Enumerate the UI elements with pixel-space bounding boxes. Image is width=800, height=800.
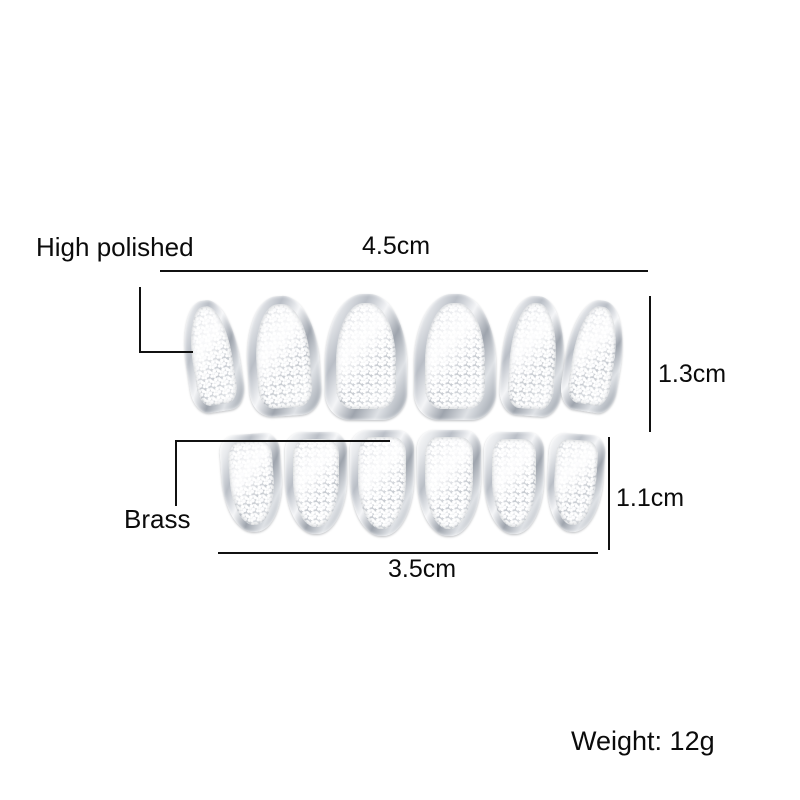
dimension-line-height-top bbox=[649, 296, 651, 432]
annotation-width-bottom: 3.5cm bbox=[388, 555, 457, 583]
dimension-line-width-top bbox=[160, 270, 648, 272]
upper-tooth-2 bbox=[242, 293, 324, 419]
annotation-brass: Brass bbox=[124, 504, 191, 534]
upper-tooth-3 bbox=[325, 294, 407, 420]
lower-tooth-5 bbox=[484, 432, 544, 534]
tooth-metal-bezel bbox=[176, 296, 248, 416]
tooth-metal-bezel bbox=[350, 430, 414, 536]
leader-line-brass-vertical bbox=[175, 440, 177, 506]
tooth-metal-bezel bbox=[497, 293, 569, 419]
tooth-metal-bezel bbox=[557, 296, 631, 416]
tooth-pave-stones bbox=[492, 439, 536, 527]
tooth-pave-stones bbox=[336, 303, 396, 410]
tooth-metal-bezel bbox=[242, 293, 324, 419]
lower-tooth-4 bbox=[417, 430, 481, 536]
annotation-height-bottom: 1.1cm bbox=[616, 484, 685, 512]
tooth-pave-stones bbox=[184, 303, 240, 408]
leader-line-high-polished-vertical bbox=[139, 287, 141, 351]
tooth-pave-stones bbox=[293, 439, 339, 527]
tooth-metal-bezel bbox=[543, 432, 607, 534]
annotation-weight: Weight: 12g bbox=[571, 726, 715, 756]
lower-tooth-1 bbox=[218, 432, 286, 534]
tooth-pave-stones bbox=[425, 437, 473, 529]
dimension-line-width-bottom bbox=[218, 552, 598, 554]
lower-tooth-6 bbox=[543, 432, 607, 534]
dimension-line-height-bottom bbox=[608, 437, 610, 550]
tooth-metal-bezel bbox=[417, 430, 481, 536]
tooth-pave-stones bbox=[227, 439, 277, 527]
tooth-metal-bezel bbox=[218, 432, 286, 534]
upper-tooth-1 bbox=[176, 296, 248, 416]
tooth-pave-stones bbox=[425, 303, 485, 410]
tooth-pave-stones bbox=[565, 303, 623, 409]
leader-line-brass-horizontal bbox=[175, 440, 390, 442]
leader-line-high-polished-horizontal bbox=[139, 351, 193, 353]
upper-tooth-4 bbox=[414, 294, 496, 420]
tooth-metal-bezel bbox=[414, 294, 496, 420]
upper-tooth-6 bbox=[557, 296, 631, 416]
tooth-metal-bezel bbox=[325, 294, 407, 420]
lower-tooth-3 bbox=[350, 430, 414, 536]
tooth-pave-stones bbox=[551, 438, 599, 527]
annotation-height-top: 1.3cm bbox=[658, 360, 727, 388]
tooth-pave-stones bbox=[252, 302, 314, 410]
tooth-pave-stones bbox=[358, 437, 406, 529]
lower-tooth-2 bbox=[285, 432, 347, 534]
annotation-high-polished: High polished bbox=[36, 232, 194, 262]
tooth-metal-bezel bbox=[484, 432, 544, 534]
tooth-pave-stones bbox=[506, 301, 560, 411]
upper-tooth-5 bbox=[497, 293, 569, 419]
tooth-metal-bezel bbox=[285, 432, 347, 534]
annotation-width-top: 4.5cm bbox=[362, 232, 431, 260]
